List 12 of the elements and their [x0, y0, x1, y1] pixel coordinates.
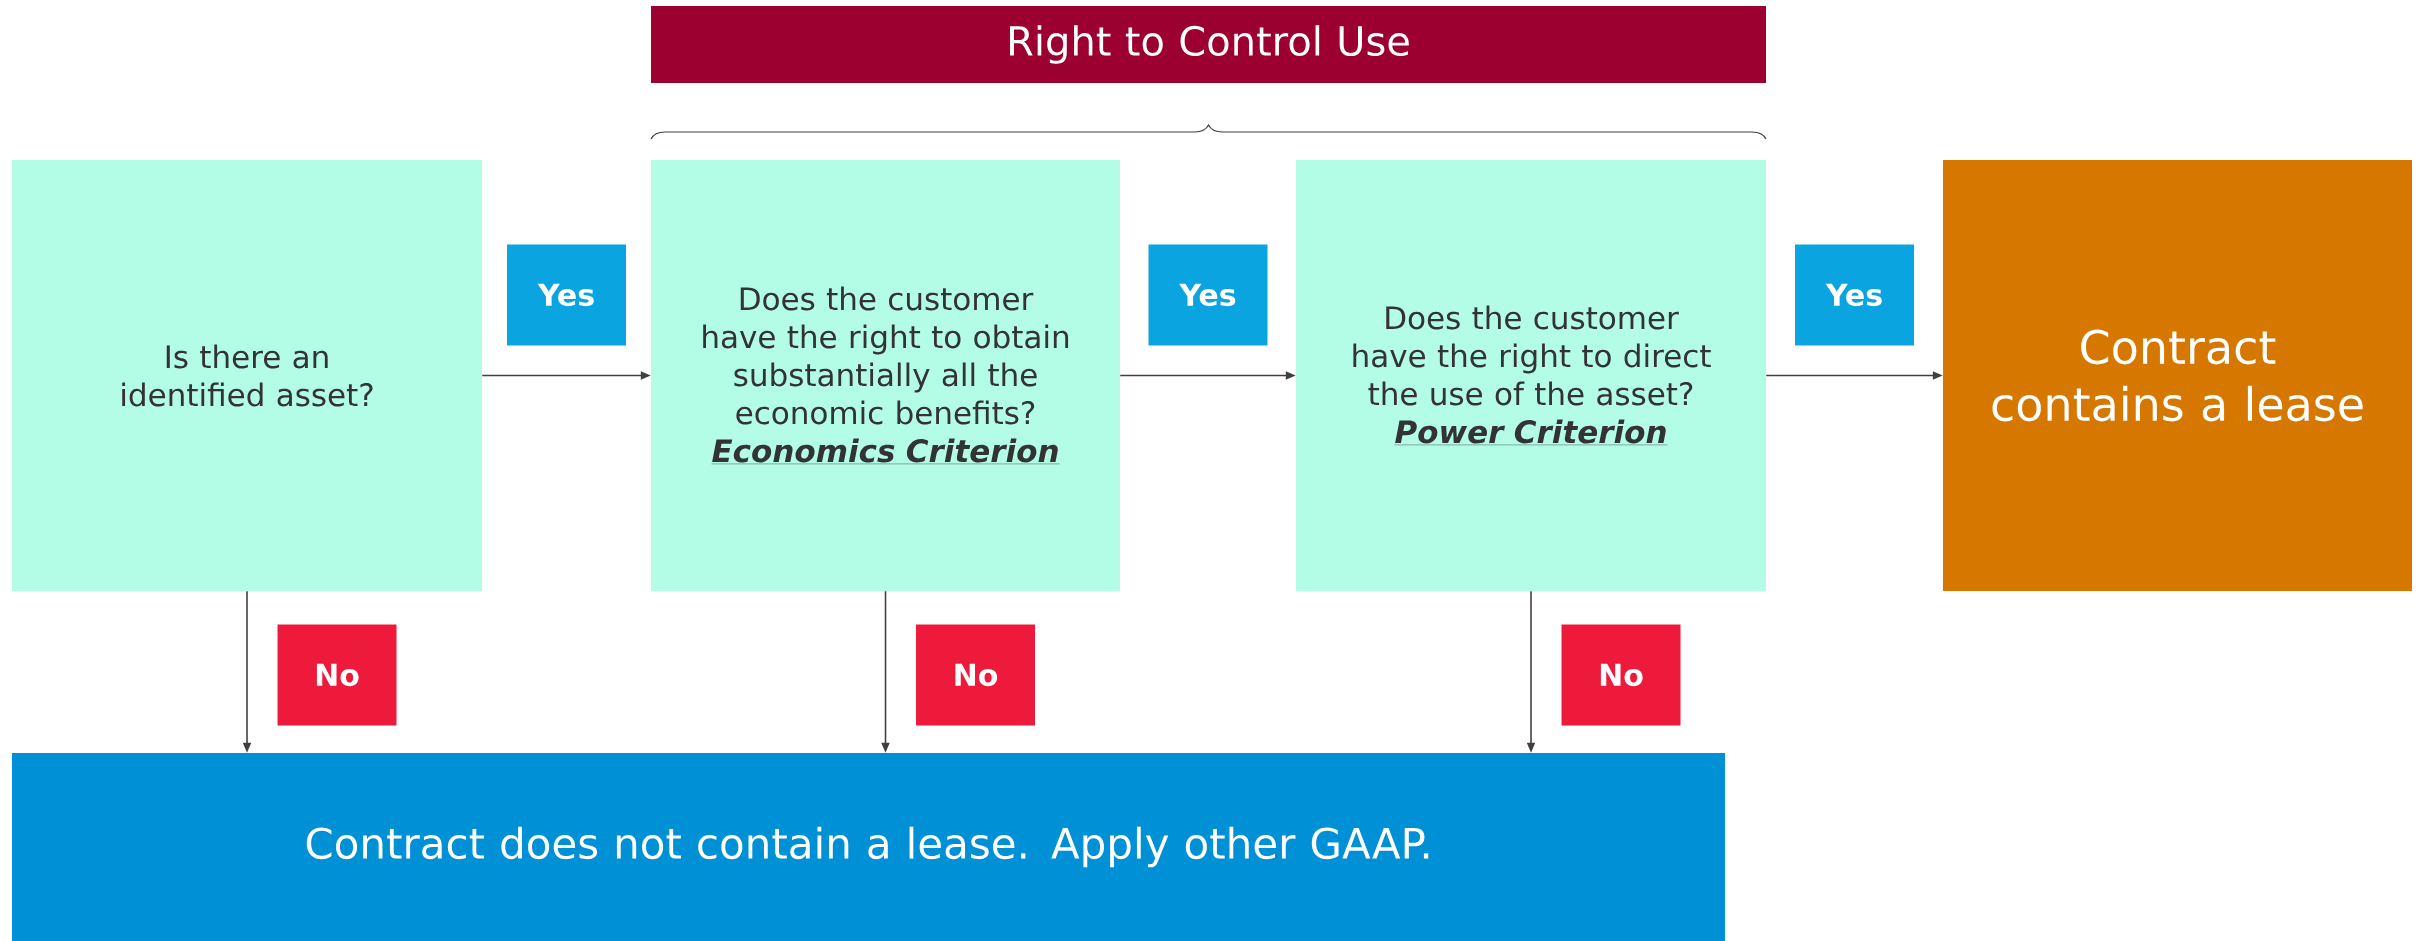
result-box: Contract contains a lease [1943, 160, 2412, 591]
edge-label: Yes [507, 244, 626, 346]
edge-label: No [916, 624, 1035, 726]
edge-label: No [277, 624, 397, 726]
edge-label: Yes [1795, 244, 1914, 346]
result-box: Contract does not contain a lease. Apply other GAAP. [12, 753, 1725, 941]
decision-box: Does the customer have the right to direct the use of the asset? Power Criterion [1296, 160, 1766, 591]
edge-label: No [1561, 624, 1681, 726]
decision-box: Does the customer have the right to obtain substantially all the economic benefits? Economics Criterion [651, 160, 1120, 591]
decision-box: Is there an identified asset? [12, 160, 482, 591]
edge-label: Yes [1148, 244, 1268, 346]
header-band: Right to Control Use [651, 6, 1766, 83]
